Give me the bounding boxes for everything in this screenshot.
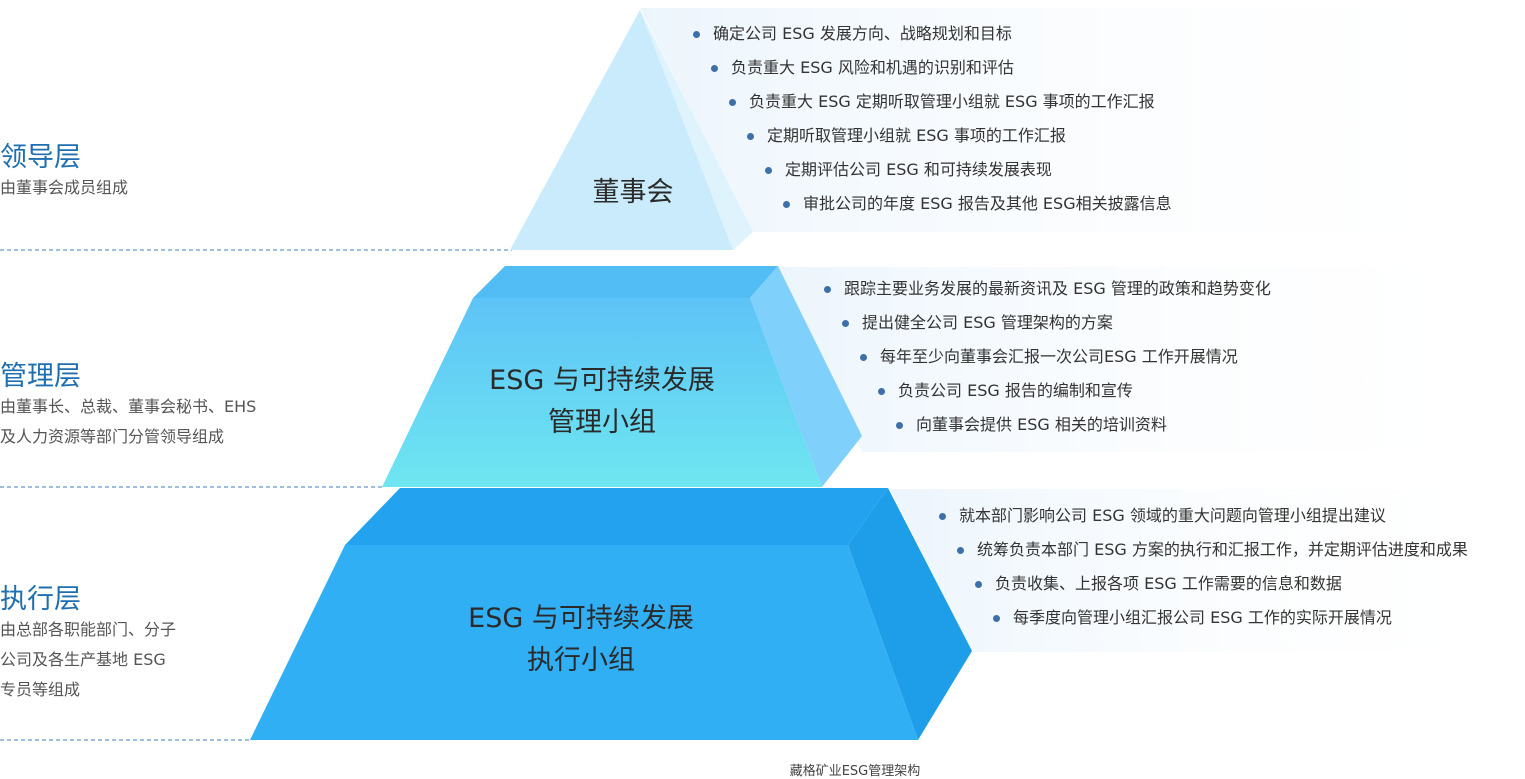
- list-item: 负责重大 ESG 风险和机遇的识别和评估: [711, 51, 1172, 85]
- tier-label-line: ESG 与可持续发展: [489, 365, 715, 396]
- mid-tier-side: [750, 266, 862, 487]
- list-item: 向董事会提供 ESG 相关的培训资料: [896, 408, 1271, 442]
- bot-tier-side: [848, 488, 972, 740]
- mid-tier-top: [473, 266, 778, 298]
- list-item: 负责重大 ESG 定期听取管理小组就 ESG 事项的工作汇报: [729, 85, 1172, 119]
- tier-label-board: 董事会: [533, 172, 733, 214]
- level-leadership: 领导层 由董事会成员组成: [0, 141, 128, 203]
- bot-tier-front: [250, 545, 918, 740]
- mid-bullet-panel: [778, 267, 1525, 452]
- list-item: 定期听取管理小组就 ESG 事项的工作汇报: [747, 119, 1172, 153]
- tier-label-management-group: ESG 与可持续发展 管理小组: [452, 360, 752, 444]
- level-execution: 执行层 由总部各职能部门、分子 公司及各生产基地 ESG 专员等组成: [0, 583, 176, 705]
- list-item: 就本部门影响公司 ESG 领域的重大问题向管理小组提出建议: [939, 499, 1468, 533]
- list-item: 统筹负责本部门 ESG 方案的执行和汇报工作，并定期评估进度和成果: [957, 533, 1468, 567]
- list-item: 确定公司 ESG 发展方向、战略规划和目标: [693, 17, 1172, 51]
- execution-duties-list: 就本部门影响公司 ESG 领域的重大问题向管理小组提出建议 统筹负责本部门 ES…: [0, 499, 1468, 635]
- mid-tier-front: [382, 298, 822, 487]
- level-title: 领导层: [0, 142, 81, 173]
- list-item: 每年至少向董事会汇报一次公司ESG 工作开展情况: [860, 340, 1271, 374]
- level-management: 管理层 由董事长、总裁、董事会秘书、EHS 及人力资源等部门分管领导组成: [0, 360, 256, 452]
- bot-bullet-panel: [890, 489, 1525, 652]
- management-duties-list: 跟踪主要业务发展的最新资讯及 ESG 管理的政策和趋势变化 提出健全公司 ESG…: [0, 272, 1271, 442]
- top-tier-side: [640, 10, 753, 250]
- level-desc: 由总部各职能部门、分子: [0, 620, 177, 639]
- level-desc: 由董事长、总裁、董事会秘书、EHS: [0, 397, 257, 416]
- bot-tier-top: [345, 488, 888, 545]
- list-item: 提出健全公司 ESG 管理架构的方案: [842, 306, 1271, 340]
- level-desc: 专员等组成: [0, 680, 81, 699]
- tier-label-line: 管理小组: [548, 407, 656, 438]
- tier-label-line: 执行小组: [527, 645, 635, 676]
- list-item: 负责收集、上报各项 ESG 工作需要的信息和数据: [975, 567, 1468, 601]
- tier-label-line: ESG 与可持续发展: [468, 603, 694, 634]
- tier-label-execution-group: ESG 与可持续发展 执行小组: [431, 598, 731, 682]
- list-item: 定期评估公司 ESG 和可持续发展表现: [765, 153, 1172, 187]
- level-desc: 由董事会成员组成: [0, 178, 129, 197]
- level-desc: 公司及各生产基地 ESG: [0, 650, 166, 669]
- level-title: 管理层: [0, 361, 81, 392]
- top-tier-face: [510, 10, 733, 250]
- top-bullet-panel: [640, 8, 1525, 232]
- list-item: 每季度向管理小组汇报公司 ESG 工作的实际开展情况: [993, 601, 1468, 635]
- list-item: 跟踪主要业务发展的最新资讯及 ESG 管理的政策和趋势变化: [824, 272, 1271, 306]
- board-duties-list: 确定公司 ESG 发展方向、战略规划和目标 负责重大 ESG 风险和机遇的识别和…: [0, 17, 1172, 221]
- level-desc: 及人力资源等部门分管领导组成: [0, 427, 225, 446]
- level-title: 执行层: [0, 584, 81, 615]
- tier-label-line: 董事会: [592, 177, 674, 208]
- diagram-caption: 藏格矿业ESG管理架构: [789, 764, 921, 779]
- list-item: 审批公司的年度 ESG 报告及其他 ESG相关披露信息: [783, 187, 1172, 221]
- list-item: 负责公司 ESG 报告的编制和宣传: [878, 374, 1271, 408]
